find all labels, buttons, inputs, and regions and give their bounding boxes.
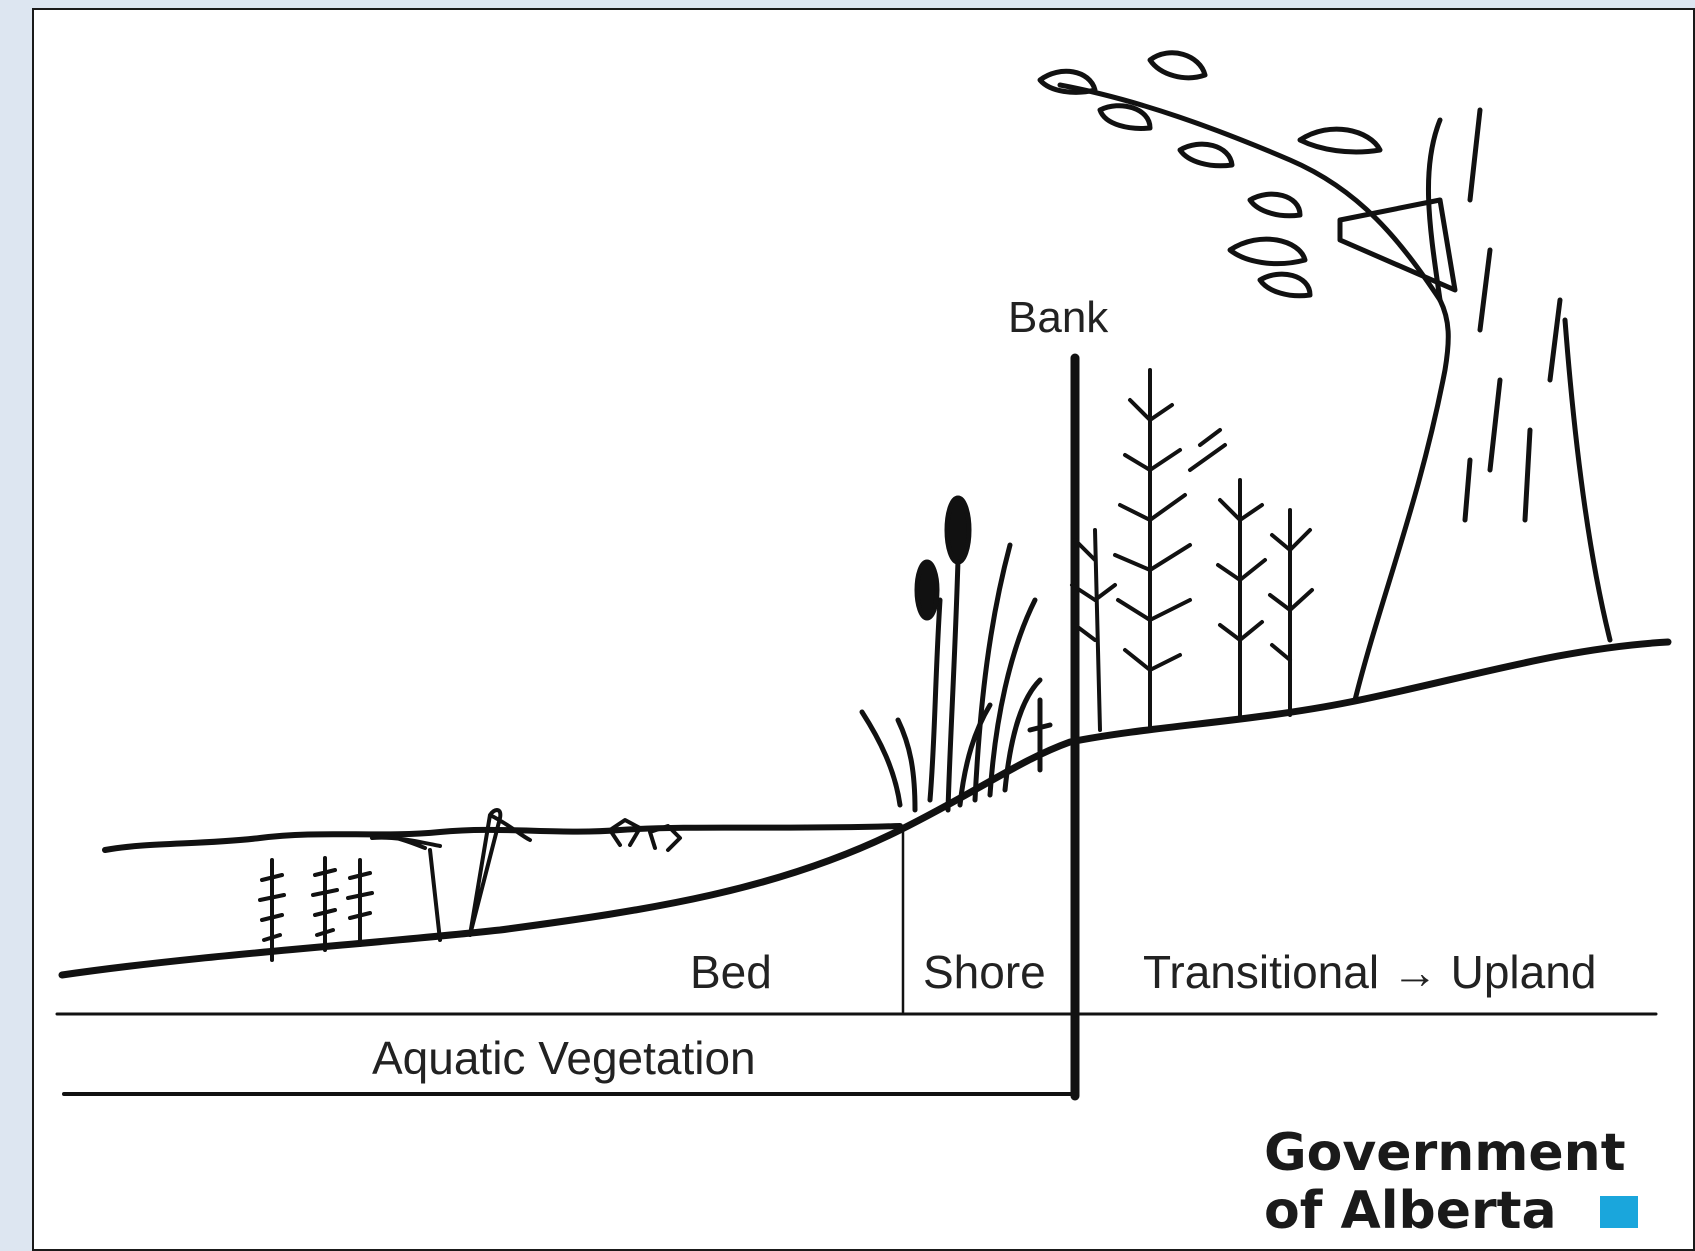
aquatic-vegetation-label: Aquatic Vegetation: [372, 1032, 756, 1084]
government-of-alberta-logo: Government of Alberta: [1264, 1123, 1638, 1241]
bed-label: Bed: [690, 946, 772, 998]
submerged-plants: [258, 808, 682, 962]
logo-accent-square: [1600, 1196, 1638, 1228]
upland-shrubs: [1070, 368, 1314, 732]
shore-reeds: [859, 495, 1053, 813]
logo-line-1: Government: [1264, 1123, 1626, 1183]
ground-profile-line: [58, 638, 1672, 979]
water-surface-line: [102, 823, 903, 853]
upland-tree: [1037, 50, 1613, 703]
logo-line-2: of Alberta: [1264, 1181, 1557, 1241]
shore-label: Shore: [923, 946, 1046, 998]
transitional-upland-label: Transitional → Upland: [1143, 946, 1596, 998]
bank-label: Bank: [1008, 293, 1109, 342]
diagram-frame: [32, 8, 1695, 1251]
